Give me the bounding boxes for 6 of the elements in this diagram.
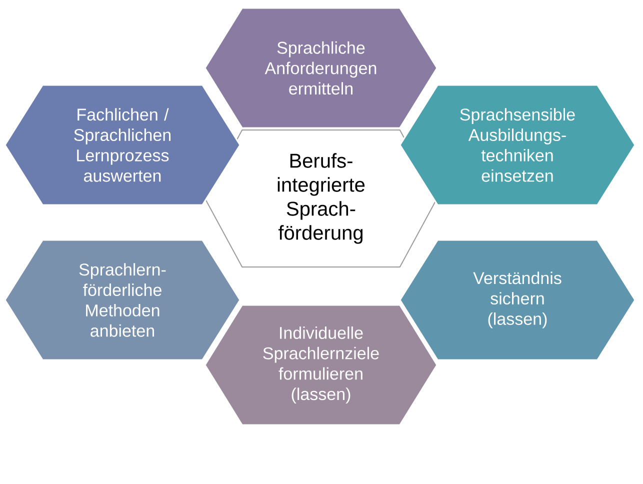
hexagon: Sprachlern- förderliche Methoden anbieten [4, 239, 241, 361]
hexagon: Sprachsensible Ausbildungs- techniken einsetzen [399, 84, 636, 206]
hexagon: Fachlichen / Sprachlichen Lernprozess auswerten [4, 84, 241, 206]
hexagon: Individuelle Sprachlernziele formulieren (lassen) [204, 304, 438, 426]
hexagon: Sprachliche Anforderungen ermitteln [204, 7, 438, 129]
hexagon: Verständnis sichern (lassen) [399, 239, 636, 361]
